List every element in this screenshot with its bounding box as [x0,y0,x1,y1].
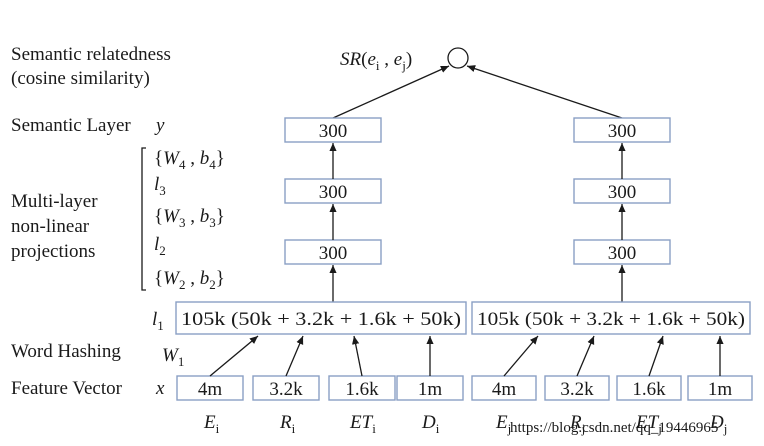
right-l2-value: 300 [608,243,637,264]
right-semantic-box [573,117,671,143]
right-type-to-hashing-arrow [648,335,664,377]
feature-vector-label: Feature Vector [11,378,123,399]
right-feature-type-value: 1.6k [632,379,666,400]
left-feature-relation-value: 3.2k [269,379,303,400]
semantic-layer-label: Semantic Layer [11,115,131,136]
right-feature-box-type [616,375,682,401]
left-tower: 300 300 300 105k (50k + 3.2k + 1.6k + 50… [175,117,467,436]
left-feature-box-type [328,375,396,401]
similarity-formula: SR(ei , ej) [340,49,412,73]
left-input-type: ETi [349,412,376,436]
projections-label: projections [11,241,95,262]
right-entity-to-hashing-arrow [503,335,539,377]
right-tower: 300 300 300 105k (50k + 3.2k + 1.6k + 50… [471,117,753,436]
watermark: https://blog.csdn.net/qq_19446965 [510,420,718,436]
right-l2-box [573,239,671,265]
left-feature-type-value: 1.6k [345,379,379,400]
left-entity-to-hashing-arrow [209,335,259,377]
left-type-to-hashing-arrow [352,335,363,377]
left-input-relation: Ri [279,412,296,436]
right-feature-box-relation [544,375,610,401]
word-hashing-var: W1 [162,345,184,369]
left-feature-description-value: 1m [418,379,443,400]
left-input-entity: Ei [203,412,220,436]
right-input-entity: Ej [495,412,511,436]
projection-bracket [141,147,146,291]
word-hashing-label: Word Hashing [11,341,121,362]
right-feature-box-entity [471,375,537,401]
right-feature-description-value: 1m [708,379,733,400]
right-semantic-value: 300 [608,121,637,142]
semantic-layer-var: y [154,115,165,136]
right-feature-relation-value: 3.2k [560,379,594,400]
right-hashing-value: 105k (50k + 3.2k + 1.6k + 50k) [477,309,745,330]
right-hashing-box [471,301,751,335]
cosine-similarity-label: (cosine similarity) [11,68,150,89]
right-input-type: ETj [635,412,662,436]
right-relation-to-hashing-arrow [576,335,595,377]
left-hashing-value: 105k (50k + 3.2k + 1.6k + 50k) [181,309,461,330]
left-l2-value: 300 [319,243,348,264]
right-input-description: Dj [709,412,727,436]
param-w2-b2: {W2 , b2} [154,268,225,292]
non-linear-label: non-linear [11,216,90,237]
left-feature-box-description [396,375,464,401]
param-w4-b4: {W4 , b4} [154,148,225,172]
right-feature-entity-value: 4m [492,379,517,400]
left-hashing-box [175,301,467,335]
multi-layer-label: Multi-layer [11,191,98,212]
right-l3-value: 300 [608,182,637,203]
left-feature-entity-value: 4m [198,379,223,400]
feature-vector-var: x [155,378,165,399]
semantic-relatedness-label: Semantic relatedness [11,44,171,65]
left-l3-value: 300 [319,182,348,203]
left-to-similarity-arrow [332,65,450,119]
layer-l2-label: l2 [154,234,166,258]
left-feature-box-relation [252,375,320,401]
left-relation-to-hashing-arrow [285,335,304,377]
left-l2-box [284,239,382,265]
similarity-node [447,47,469,69]
right-to-similarity-arrow [466,65,623,119]
left-feature-box-entity [176,375,244,401]
param-w3-b3: {W3 , b3} [154,206,225,230]
left-semantic-box [284,117,382,143]
layer-l3-label: l3 [154,174,166,198]
layer-l1-label: l1 [152,309,164,333]
left-semantic-value: 300 [319,121,348,142]
right-feature-box-description [687,375,753,401]
right-input-relation: Rj [569,412,585,436]
left-input-description: Di [421,412,440,436]
